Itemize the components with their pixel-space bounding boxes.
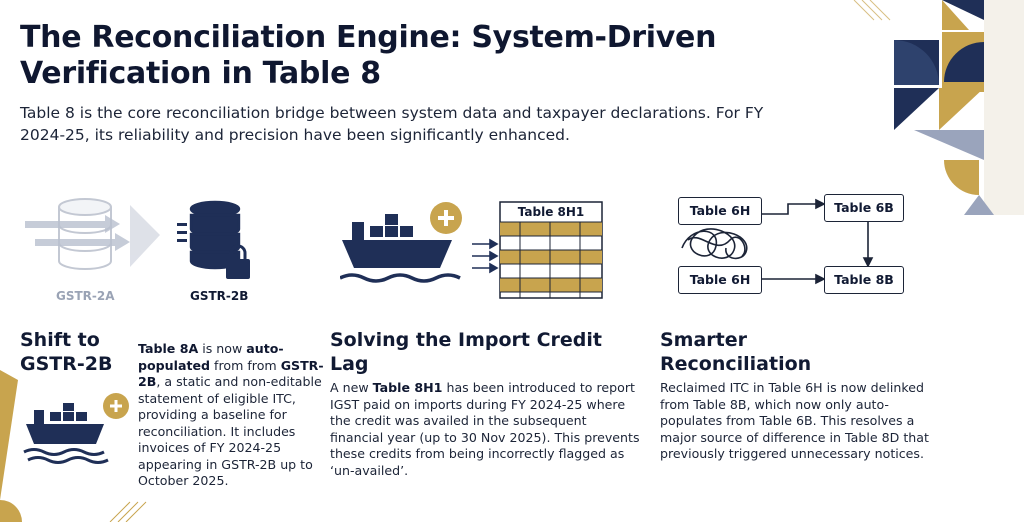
reconciliation-flow-diagram xyxy=(681,198,874,285)
import-ship-table-illustration xyxy=(340,201,603,299)
cargo-ship-icon xyxy=(340,202,462,283)
flow-arrows xyxy=(758,198,874,285)
node-table-6b: Table 6B xyxy=(824,194,904,222)
geometric-decoration-left xyxy=(0,370,22,522)
table-8h1-label: Table 8H1 xyxy=(517,205,585,219)
database-shift-illustration xyxy=(25,198,250,279)
section-heading-import: Solving the Import Credit Lag xyxy=(330,329,602,375)
page-title: The Reconciliation Engine: System-Driven… xyxy=(20,20,717,91)
import-arrows-icon xyxy=(472,238,499,274)
node-table-8b: Table 8B xyxy=(824,266,904,294)
section-text-import: A new Table 8H1 has been introduced to r… xyxy=(330,380,640,478)
table-8h1-grid-icon xyxy=(499,201,603,299)
faded-database-icon xyxy=(58,198,112,270)
section-text-smarter: Reclaimed ITC in Table 6H is now delinke… xyxy=(660,380,929,461)
section-text-shift: Table 8A is now auto-populated from from… xyxy=(138,341,324,488)
section-heading-smarter: Smarter Reconciliation xyxy=(660,329,812,375)
hatch-decoration xyxy=(109,501,147,522)
gstr-2a-label: GSTR-2A xyxy=(56,289,115,303)
node-table-6h-top: Table 6H xyxy=(678,197,762,225)
section-heading-shift: Shift to GSTR-2B xyxy=(20,329,113,375)
gstr-2b-label: GSTR-2B xyxy=(190,289,249,303)
shift-arrows-icon xyxy=(25,205,160,267)
node-table-6h-bottom: Table 6H xyxy=(678,266,762,294)
cargo-ship-small-icon xyxy=(23,393,129,464)
geometric-decoration-top-right xyxy=(853,0,1024,215)
tangled-lines-icon xyxy=(681,228,748,260)
intro-text: Table 8 is the core reconciliation bridg… xyxy=(20,104,764,144)
database-lock-icon xyxy=(177,200,250,279)
